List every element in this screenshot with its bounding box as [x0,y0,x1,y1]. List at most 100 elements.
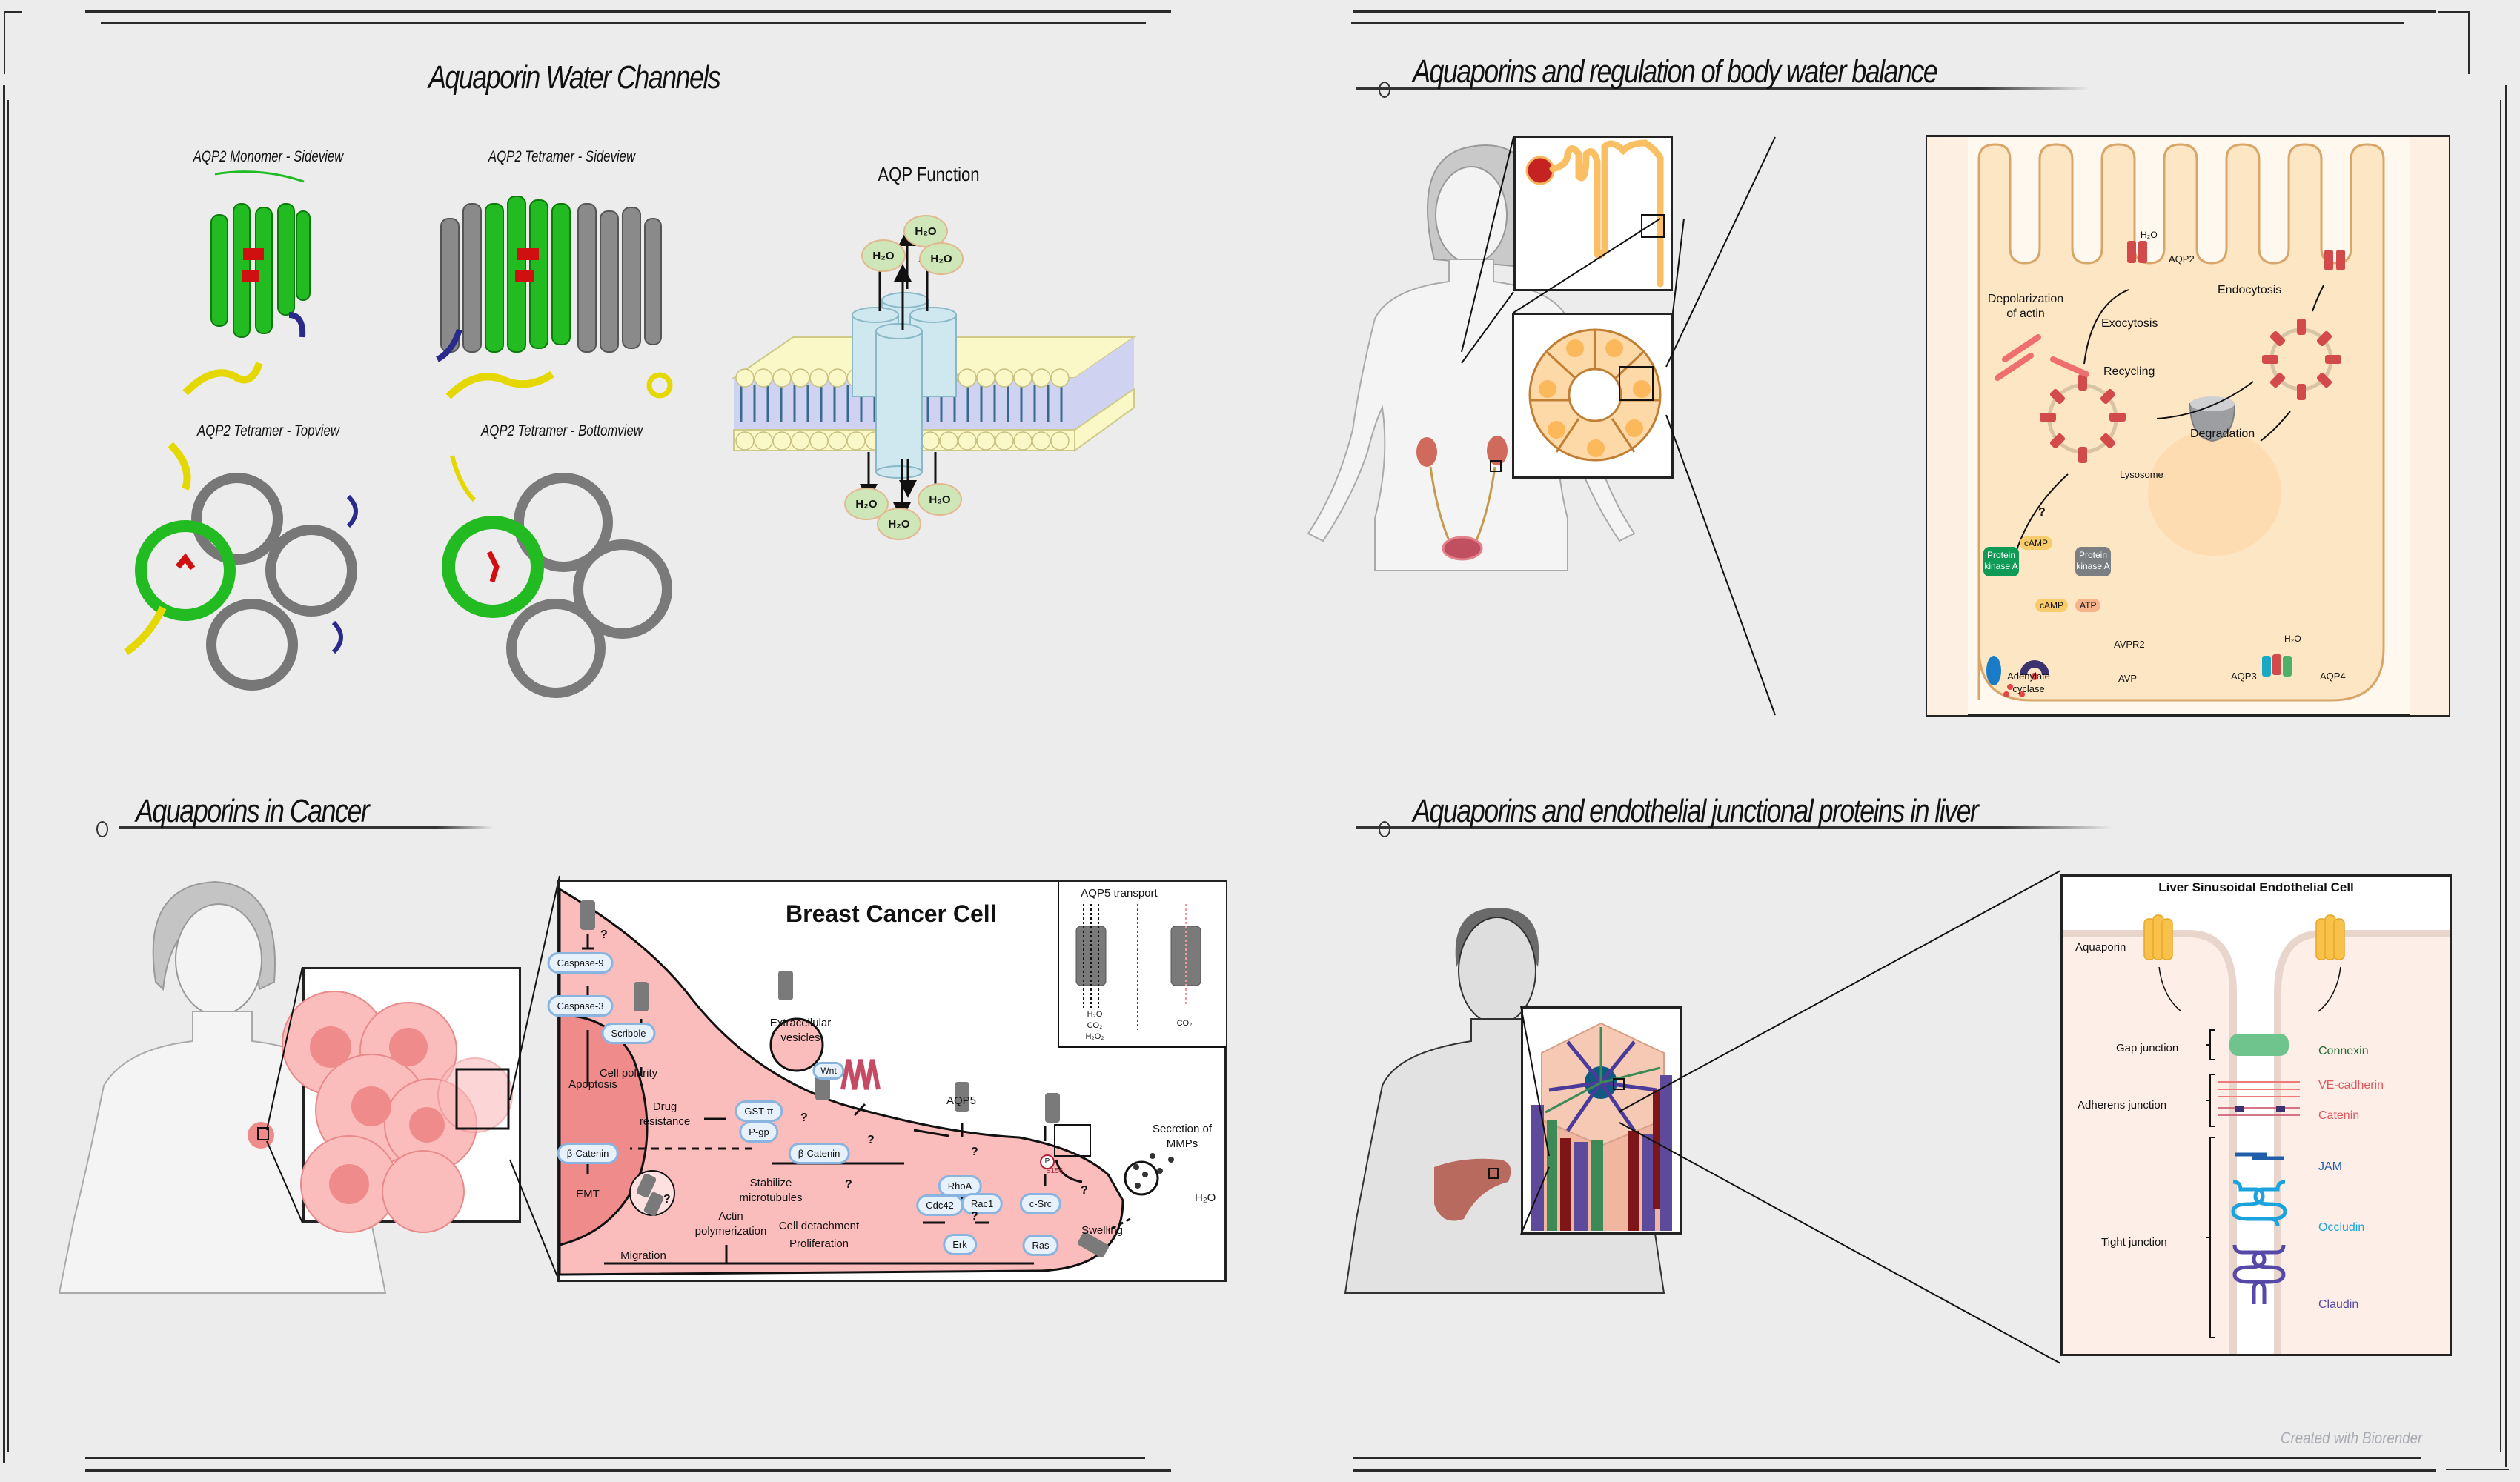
frame-bottom-left-inner [85,1457,1145,1459]
label-avp: AVP [2118,673,2138,684]
question-mark: ? [1081,1184,1088,1197]
junction-label-tight: Tight junction [2101,1236,2167,1249]
label-lysosome: Lysosome [2120,469,2163,480]
tubule-cross-section [1528,328,1662,462]
frame-bottom-right-inner [1353,1457,2421,1459]
frame-left-inner [7,100,9,1452]
frame-right-outer [2505,85,2507,1467]
label-h2o-cancer: H₂O [1195,1192,1216,1204]
node-caspase3: Caspase-3 [547,995,614,1017]
protein-tetramer-topview [124,442,358,691]
panel-title-liver: Aquaporins and endothelial junctional pr… [1413,793,1979,829]
question-mark: ? [600,928,608,941]
aqp5-substrate-right: CO₂ [1176,1019,1193,1028]
liver-zoom-connectors [1520,870,2061,1364]
cancer-cell-title: Breast Cancer Cell [786,900,997,927]
tumor-cells [282,991,513,1233]
protein-label-occludin: Occludin [2318,1221,2365,1234]
label-mmps-2: MMPs [1166,1137,1198,1150]
title-underline [1356,826,2112,829]
node-apoptosis: Apoptosis [568,1078,617,1091]
protein-label-connexin: Connexin [2318,1045,2369,1057]
node-erk: Erk [943,1234,977,1255]
label-stabilize-1: Stabilize [749,1177,792,1189]
panel-title-water-balance: Aquaporins and regulation of body water … [1413,53,1938,90]
panel-title-structure: Aquaporin Water Channels [428,59,721,96]
label-drug-2: resistance [639,1115,691,1128]
label-aqp2: AQP2 [2169,253,2195,265]
label-actin-2: polymerization [694,1225,767,1237]
water-molecule: H₂O [918,483,962,516]
frame-top-left-inner [101,22,1146,24]
label-h2o-basolateral: H₂O [2284,634,2301,644]
frame-corner-br-h [2446,1469,2509,1470]
node-ras: Ras [1022,1235,1059,1256]
label-drug-1: Drug [652,1100,677,1113]
label-h2o-apical: H₂O [2141,230,2158,240]
water-molecule: H₂O [877,508,921,540]
aqp-tetramer-channels [852,292,957,479]
aqp5-transport-title: AQP5 transport [1081,887,1158,900]
question-mark: ? [971,1210,978,1223]
question-mark: ? [663,1193,671,1206]
label-adenylate-1: Adenylate [2007,671,2050,682]
label-mmps-1: Secretion of [1152,1123,1213,1135]
label-stabilize-2: microtubules [739,1192,803,1204]
section-bullet [96,821,108,837]
aqp5-substrate: H₂O₂ [1085,1032,1104,1041]
pka-inactive-line2: kinase A [2076,561,2110,571]
lsec-cells [2063,914,2450,1354]
cancer-zoom-connectors [266,875,560,1283]
question-mark: ? [845,1178,852,1191]
view-label-tetramer-bottom: AQP2 Tetramer - Bottomview [481,422,643,439]
aqp-function-title: AQP Function [878,163,980,185]
node-gst-pi: GST-π [735,1100,783,1122]
phospho-p: P [1044,1157,1050,1166]
protein-tetramer-sideview [436,196,673,399]
pka-active-line2: kinase A [1984,561,2018,571]
atp-chip: ATP [2075,599,2101,612]
label-actin-1: Actin [718,1210,743,1223]
question-mark: ? [800,1112,808,1124]
view-label-tetramer-side: AQP2 Tetramer - Sideview [488,148,636,165]
liver-lobule [1531,1022,1672,1231]
node-scribble: Scribble [601,1023,656,1044]
junction-label-gap: Gap junction [2116,1042,2179,1054]
pka-inactive-line1: Protein [2078,550,2108,560]
frame-top-right-inner [1351,22,2404,24]
label-endocytosis: Endocytosis [2218,284,2282,296]
title-underline [119,826,493,829]
water-flow-arrows [860,228,944,520]
node-beta-catenin-cytoplasm: β-Catenin [788,1143,850,1164]
camp-bound-chip: cAMP [2020,536,2053,550]
frame-corner-tl-v [4,11,5,74]
protein-label-catenin: Catenin [2318,1109,2360,1122]
label-avpr2: AVPR2 [2114,639,2145,650]
node-cell-polarity: Cell polarity [599,1067,658,1080]
phospho-site: P [1040,1154,1055,1169]
frame-corner-tl-h [4,11,22,13]
frame-bottom-right-outer [1353,1469,2436,1472]
label-adenylate-2: cyclase [2012,683,2045,694]
title-underline [1356,87,2090,90]
camp-chip: cAMP [2035,599,2069,612]
frame-corner-tr-h [2438,11,2468,13]
label-aqp4: AQP4 [2320,671,2346,682]
aqp5-substrate: H₂O [1087,1010,1103,1019]
protein-label-jam: JAM [2318,1160,2342,1173]
protein-label-claudin: Claudin [2318,1298,2359,1311]
frame-top-right-outer [1353,10,2436,13]
label-depolarization-1: Depolarization [1987,293,2064,305]
principal-cell-body [1927,137,2449,715]
water-molecule: H₂O [919,242,964,275]
protein-monomer-sideview [182,170,311,396]
nephron-illustration [1525,139,1665,288]
label-s156: S156 [1046,1167,1064,1175]
label-aquaporin: Aquaporin [2075,941,2126,954]
frame-bottom-left-outer [85,1469,1171,1472]
label-swelling: Swelling [1081,1224,1123,1237]
label-depolarization-2: of actin [2006,308,2045,320]
node-rac1: Rac1 [961,1193,1004,1214]
node-caspase9: Caspase-9 [547,952,614,974]
label-proliferation: Proliferation [789,1237,849,1250]
